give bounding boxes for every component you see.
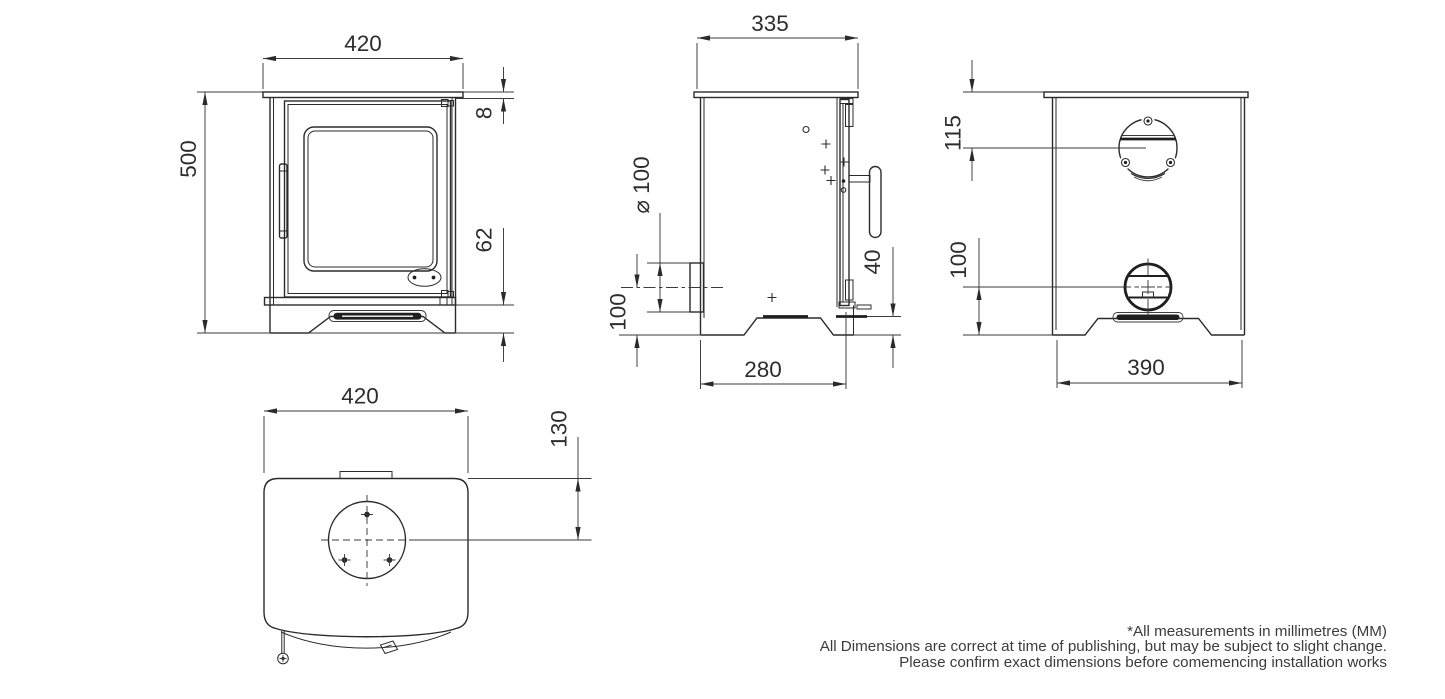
side-handle-stem [848,175,871,183]
top-width-label: 420 [341,384,379,409]
top-flue-bolts [338,508,396,566]
rear-width-label: 390 [1127,355,1165,380]
note-units: *All measurements in millimetres (MM) [1127,623,1387,640]
rear-inlet-height-label: 100 [946,241,971,279]
rear-inlet-height-dimension: 100 [946,238,1125,336]
front-width-dimension: 420 [262,31,464,89]
side-depth-dimension: 335 [696,11,859,89]
side-flue-height-dimension: 100 [606,254,701,367]
front-air-slot [328,310,427,322]
side-hinge-bottom [845,279,854,301]
stove-body-inner-lines [273,97,453,305]
stove-body-sides [269,97,457,333]
top-plate-outline [263,477,469,638]
top-flue-offset-dimension: 130 [413,410,592,541]
door-handle-caps [279,170,287,232]
front-plinth-dimension: 62 [456,227,514,362]
rear-air-inlet [1123,258,1173,316]
side-flue-height-label: 100 [606,293,631,331]
stove-door [283,100,452,298]
side-view: 335 ⌀ 100 100 40 280 [606,11,901,389]
top-front-face-arc [280,631,452,649]
front-width-label: 420 [344,31,382,56]
rear-flue-offset-dimension: 115 [941,60,1146,181]
side-bolt-hole [802,125,810,134]
front-view: 420 500 8 62 [176,31,514,362]
side-hinge-top [845,104,854,127]
rear-air-slot [1112,312,1184,323]
top-flue-offset-label: 130 [547,410,572,448]
rear-view: 115 100 390 [941,60,1249,388]
door-hinges [441,99,454,298]
top-latch [379,640,399,655]
rear-top-plate [1043,91,1249,99]
top-rear-tab [339,471,393,479]
rear-body-inner-lines [1055,97,1242,330]
front-lip-bar [263,296,457,306]
top-handle-pin [277,631,289,665]
door-glass-inner [307,130,434,268]
top-width-dimension: 420 [263,384,469,473]
side-plinth-label: 40 [860,249,885,274]
side-door-top-cap [839,98,854,104]
note-disclaimer: All Dimensions are correct at time of pu… [819,638,1387,656]
door-badge [407,268,442,287]
side-door-foot-2 [856,304,872,310]
side-cross-marks [767,139,849,302]
side-plinth-dimension: 40 [853,247,901,368]
front-plinth-label: 62 [472,227,497,252]
stove-top-plate [262,91,464,99]
front-topplate-label: 8 [472,107,497,120]
front-height-dimension: 500 [176,92,514,334]
rear-body-sides [1051,97,1246,335]
top-view: 420 130 [263,384,592,665]
door-handle [278,163,288,239]
side-door-slab [839,98,850,307]
rear-flue-collar [1118,112,1178,182]
stove-door-inner [287,104,448,294]
side-top-plate [693,91,859,99]
front-topplate-dimension: 8 [456,67,514,124]
front-lip-bar-end [439,297,448,305]
rear-legs [1052,317,1245,336]
flue-diameter-label: ⌀ 100 [629,156,654,213]
side-depth-label: 335 [751,11,789,36]
drawing-notes: *All measurements in millimetres (MM) Al… [819,623,1387,671]
side-base-depth-label: 280 [744,357,782,382]
door-glass [303,126,438,272]
side-handle-bar [868,165,882,239]
flue-diameter-dimension: ⌀ 100 [629,156,690,313]
note-confirm: Please confirm exact dimensions before c… [899,653,1387,671]
side-base-depth-dimension: 280 [700,312,847,389]
rear-width-dimension: 390 [1056,340,1243,388]
side-door-foot [838,301,856,309]
front-height-label: 500 [176,140,201,178]
side-legs [700,317,854,336]
rear-flue-offset-label: 115 [941,115,966,151]
